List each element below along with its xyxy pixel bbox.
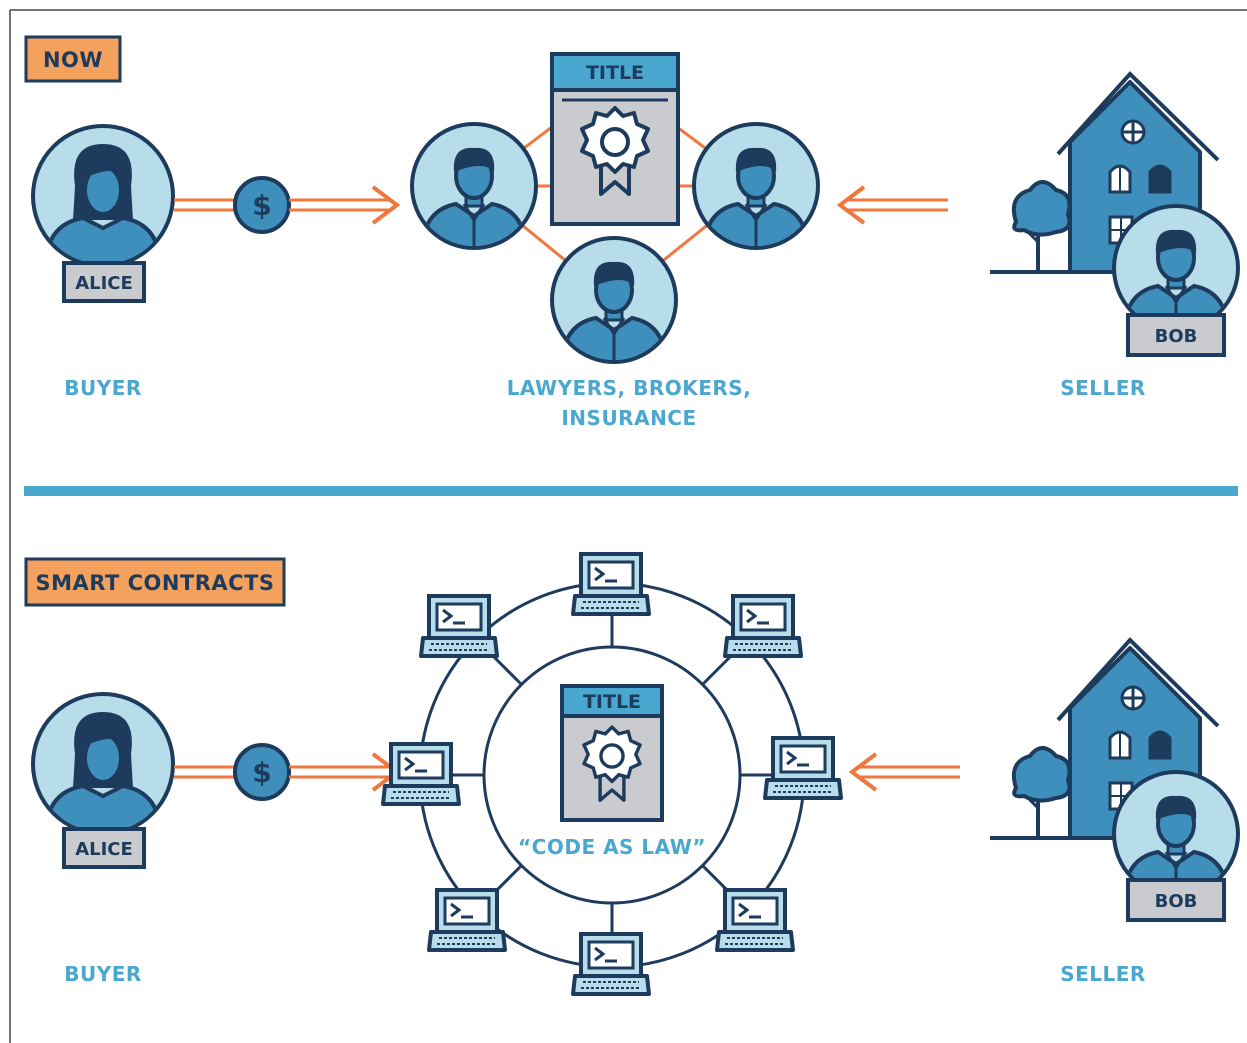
seller-role-label: SELLER [1060, 962, 1146, 986]
now-tag [24, 35, 122, 83]
laptop-node-icon [715, 888, 795, 952]
buyer-name-plate [62, 827, 146, 869]
buyer-name-plate [62, 261, 146, 303]
insurer-avatar-icon [552, 238, 676, 362]
arrow-to-network-icon [287, 752, 399, 792]
buyer-name: ALICE [75, 273, 133, 294]
laptop-node-icon [763, 736, 843, 800]
laptop-node-icon [723, 594, 803, 658]
arrow-to-intermediaries-icon [287, 185, 399, 225]
intermediaries-role-label-line1: LAWYERS, BROKERS, [507, 376, 752, 400]
laptop-node-icon [571, 552, 651, 616]
now-section: NOW ALICE BUYER TITLE LAWYERS, B [24, 35, 1238, 430]
seller-name-plate [1126, 313, 1226, 357]
dollar-coin-icon [233, 743, 291, 801]
arrow-from-seller-icon [850, 752, 962, 792]
broker-avatar-icon [694, 124, 818, 248]
laptop-node-icon [571, 932, 651, 996]
lawyer-avatar-icon [412, 124, 536, 248]
buyer-avatar-icon [33, 694, 173, 834]
laptop-node-icon [427, 888, 507, 952]
seller-name: BOB [1155, 326, 1198, 347]
intermediaries-role-label-line2: INSURANCE [561, 406, 696, 430]
seller-avatar-icon [1114, 772, 1238, 896]
dollar-coin-icon [233, 176, 291, 234]
buyer-role-label: BUYER [64, 962, 142, 986]
title-deed-icon [550, 52, 680, 226]
buyer-role-label: BUYER [64, 376, 142, 400]
section-divider [24, 486, 1238, 496]
smart-contracts-section: SMART CONTRACTS ALICE BUYER [24, 552, 1238, 996]
now-tag-label: NOW [43, 48, 103, 72]
code-as-law-caption: “CODE AS LAW” [518, 835, 706, 859]
laptop-node-icon [381, 742, 461, 806]
smart-contracts-tag-label: SMART CONTRACTS [35, 571, 274, 595]
smart-contracts-tag [24, 557, 286, 607]
title-deed-label: TITLE [586, 62, 644, 84]
seller-name-plate [1126, 878, 1226, 922]
seller-name: BOB [1155, 891, 1198, 912]
buyer-name: ALICE [75, 839, 133, 860]
seller-avatar-icon [1114, 206, 1238, 330]
buyer-avatar-icon [33, 126, 173, 266]
title-deed-label: TITLE [583, 691, 641, 713]
arrow-from-seller-icon [838, 185, 950, 225]
seller-role-label: SELLER [1060, 376, 1146, 400]
laptop-node-icon [419, 594, 499, 658]
